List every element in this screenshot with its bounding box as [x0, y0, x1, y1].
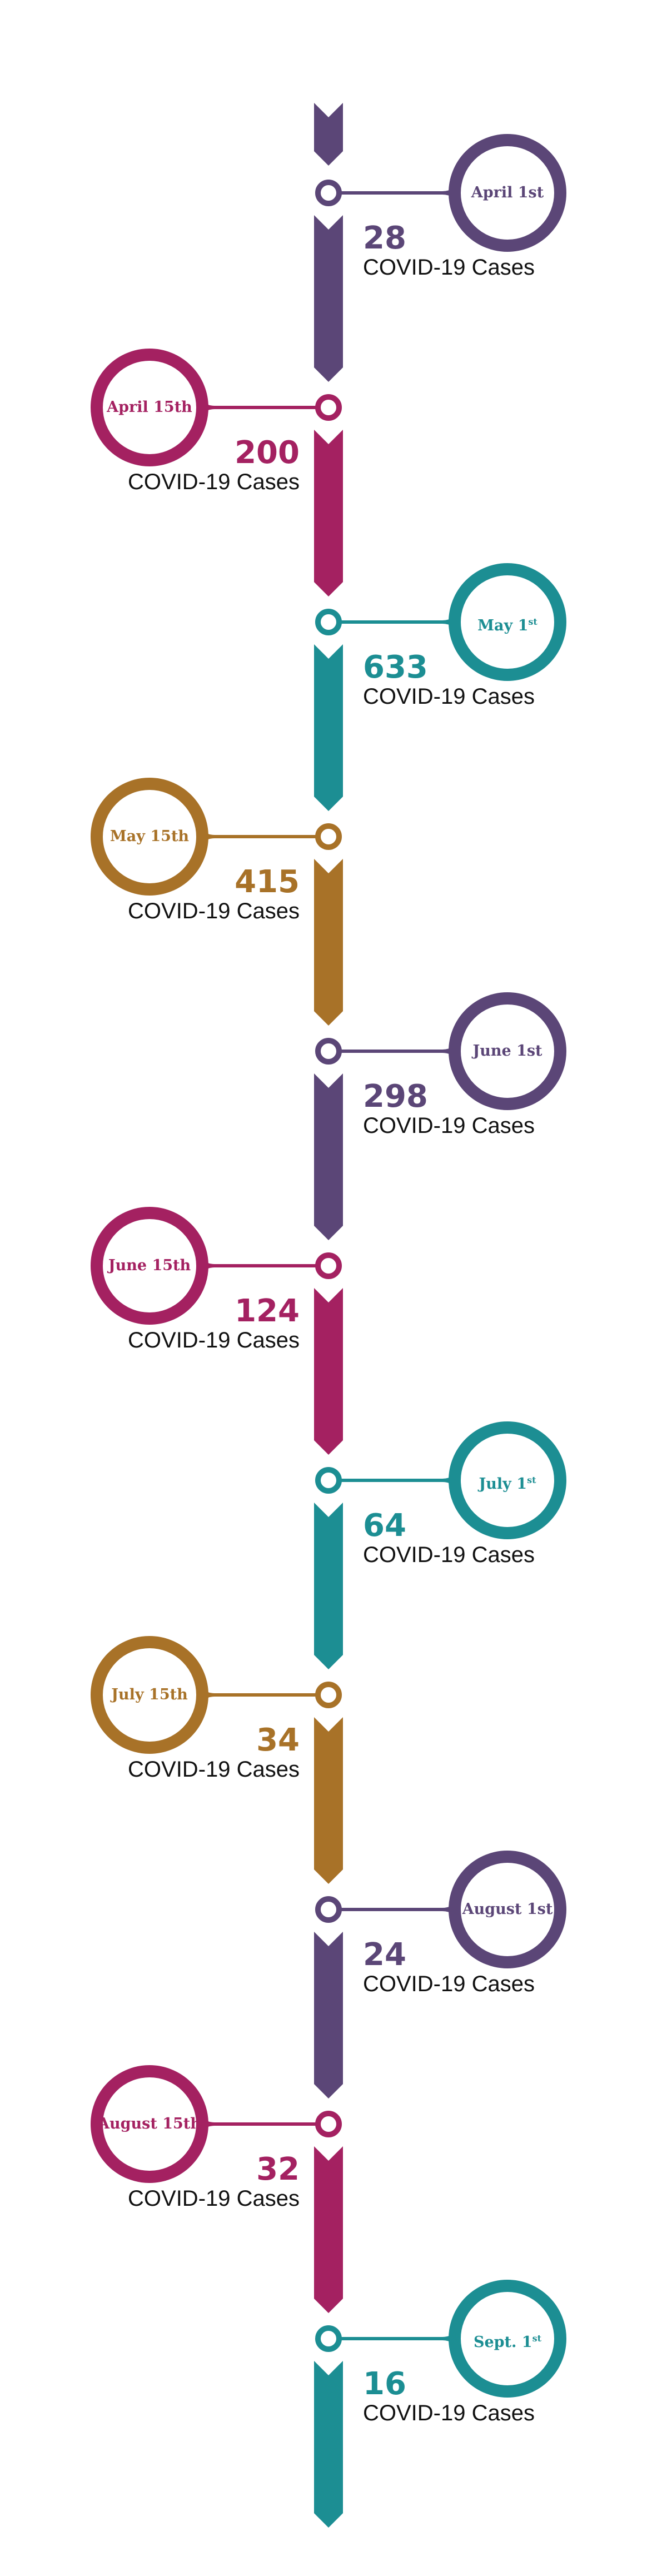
case-count: 124: [235, 1293, 300, 1329]
date-suffix: st: [528, 616, 537, 627]
date-bubble: [91, 1207, 208, 1325]
case-caption: COVID-19 Cases: [363, 684, 535, 709]
date-label: April 1st: [449, 183, 566, 202]
case-caption: COVID-19 Cases: [363, 1972, 535, 1996]
ribbon-segment: [314, 2361, 343, 2528]
case-caption: COVID-19 Cases: [363, 2401, 535, 2425]
date-suffix: st: [527, 1475, 536, 1485]
ribbon-segment: [314, 2146, 343, 2313]
ribbon-lead: [314, 103, 343, 166]
case-caption: COVID-19 Cases: [128, 1757, 300, 1782]
date-bubble: [91, 349, 208, 466]
date-label: July 15th: [91, 1685, 208, 1704]
ribbon-segment: [314, 1288, 343, 1455]
case-count: 28: [363, 220, 406, 256]
ribbon-segment: [314, 1073, 343, 1240]
date-bubble: [449, 1421, 566, 1539]
timeline-node: [315, 823, 342, 850]
case-count: 24: [363, 1937, 406, 1973]
date-label: April 15th: [91, 398, 208, 417]
date-bubble: [449, 563, 566, 681]
date-text: April 15th: [107, 399, 192, 416]
date-label: August 1st: [449, 1900, 566, 1919]
date-text: Sept. 1: [473, 2334, 532, 2351]
date-bubble: [449, 992, 566, 1110]
date-label: June 1st: [449, 1042, 566, 1061]
date-bubble: [449, 1851, 566, 1968]
date-label: June 15th: [91, 1256, 208, 1275]
date-bubble: [91, 778, 208, 896]
case-caption: COVID-19 Cases: [363, 1543, 535, 1567]
date-text: May 15th: [109, 828, 190, 845]
timeline-node: [315, 180, 342, 206]
date-label: May 1st: [449, 613, 566, 635]
date-text: August 15th: [98, 2115, 201, 2132]
timeline-node: [315, 1467, 342, 1494]
ribbon-segment: [314, 1503, 343, 1669]
case-count: 200: [235, 435, 300, 471]
case-count: 32: [256, 2151, 300, 2187]
ribbon-segment: [314, 1717, 343, 1884]
ribbon-segment: [314, 859, 343, 1026]
case-count: 64: [363, 1508, 406, 1544]
case-caption: COVID-19 Cases: [128, 2186, 300, 2211]
timeline-node: [315, 2111, 342, 2137]
date-text: August 1st: [462, 1901, 553, 1918]
timeline-node: [315, 1896, 342, 1923]
timeline-node: [315, 1252, 342, 1279]
ribbon-segment: [314, 644, 343, 811]
date-label: July 1st: [449, 1471, 566, 1494]
case-count: 16: [363, 2366, 406, 2402]
ribbon-segment: [314, 430, 343, 596]
case-caption: COVID-19 Cases: [363, 1113, 535, 1138]
timeline-node: [315, 1038, 342, 1065]
ribbon-segment: [314, 215, 343, 382]
case-caption: COVID-19 Cases: [128, 899, 300, 923]
timeline-node: [315, 1682, 342, 1708]
date-text: June 15th: [108, 1257, 191, 1274]
date-bubble: [449, 2280, 566, 2398]
timeline-node: [315, 609, 342, 635]
ribbon-segment: [314, 1932, 343, 2098]
date-suffix: st: [532, 2333, 542, 2344]
case-count: 298: [363, 1078, 428, 1115]
date-bubble: [91, 2065, 208, 2183]
case-caption: COVID-19 Cases: [128, 470, 300, 494]
timeline-node: [315, 2325, 342, 2352]
date-text: April 1st: [471, 184, 544, 201]
case-count: 415: [235, 864, 300, 900]
case-caption: COVID-19 Cases: [128, 1328, 300, 1352]
date-text: June 1st: [472, 1042, 542, 1060]
date-text: July 1: [479, 1475, 527, 1493]
date-label: August 15th: [91, 2115, 208, 2134]
date-bubble: [91, 1636, 208, 1754]
date-label: May 15th: [91, 827, 208, 846]
date-label: Sept. 1st: [449, 2329, 566, 2352]
case-count: 34: [256, 1722, 300, 1758]
date-text: May 1: [477, 617, 529, 634]
case-count: 633: [363, 649, 428, 685]
case-caption: COVID-19 Cases: [363, 255, 535, 280]
date-bubble: [449, 134, 566, 252]
timeline-node: [315, 394, 342, 421]
date-text: July 15th: [111, 1686, 188, 1703]
